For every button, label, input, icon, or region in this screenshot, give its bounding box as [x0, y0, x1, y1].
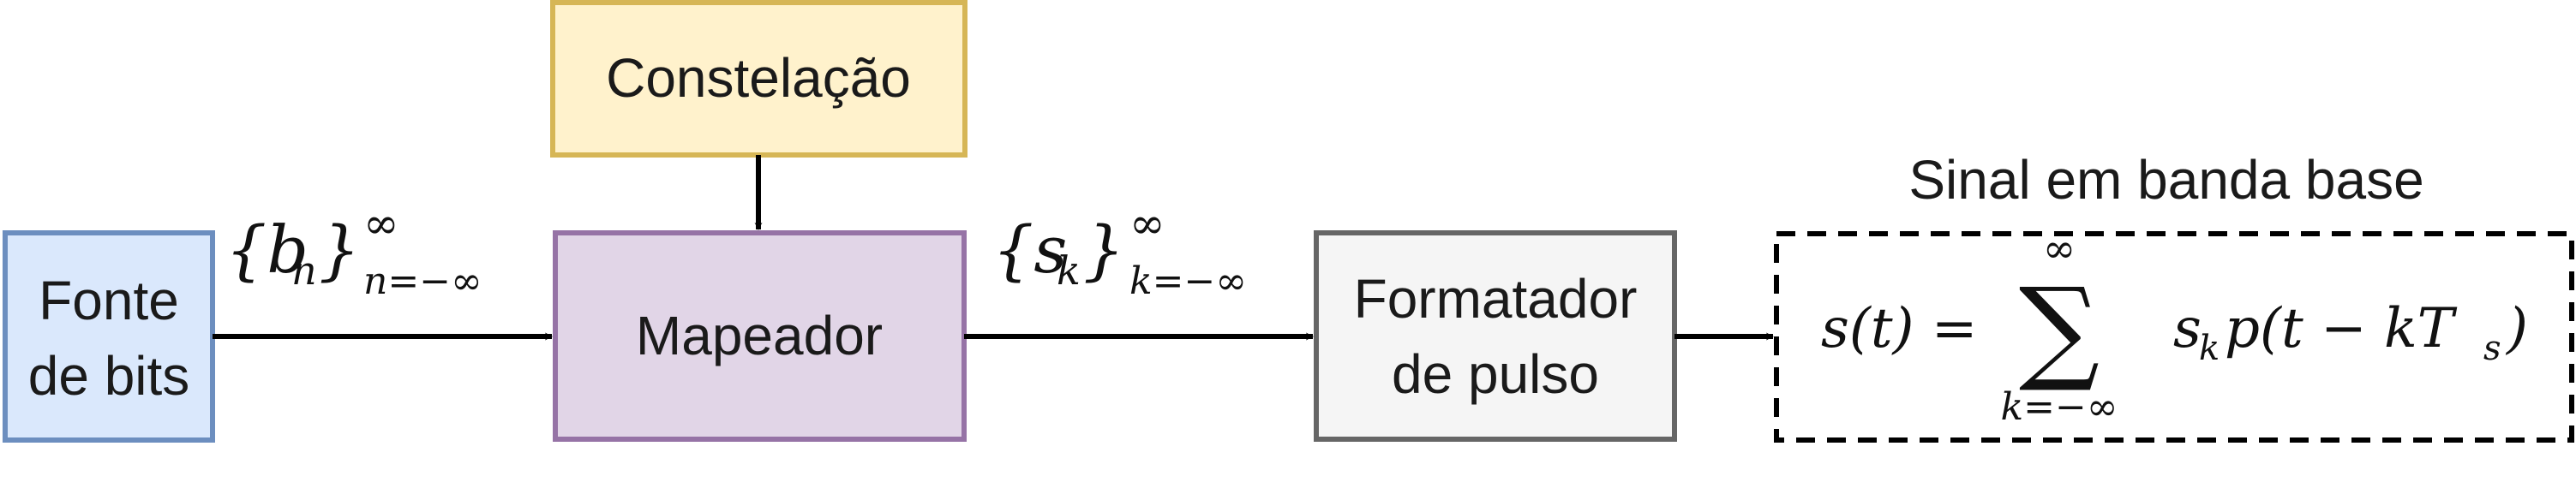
bits-seq-close: } — [319, 211, 360, 288]
symbols-seq-subscript: k — [1057, 247, 1081, 294]
mapeador-label: Mapeador — [636, 305, 883, 366]
summation-sign: ∑ — [2019, 264, 2100, 396]
term-close-paren: ) — [2505, 297, 2528, 360]
sinal-banda-base-title: Sinal em banda base — [1908, 149, 2423, 211]
sinal-banda-base-box — [1774, 231, 2574, 443]
symbols-seq-open: {s — [992, 211, 1067, 288]
bits-seq-lower: n=−∞ — [363, 259, 482, 303]
formatador-de-pulso-block: Formatador de pulso — [1314, 230, 1677, 442]
signal-lhs: s(t) = — [1821, 297, 1977, 360]
term-pulse: p(t − kT — [2225, 297, 2458, 360]
fonte-de-bits-label-line2: de bits — [28, 345, 190, 407]
formatador-label-line1: Formatador — [1354, 268, 1638, 330]
bits-seq-upper: ∞ — [363, 199, 399, 248]
symbols-seq-upper: ∞ — [1129, 199, 1165, 248]
mapeador-block: Mapeador — [553, 230, 967, 442]
mapeador-box — [553, 230, 967, 442]
bits-sequence-label: {b n } ∞ n=−∞ — [225, 199, 482, 303]
constelacao-box — [550, 0, 967, 158]
constelacao-label: Constelação — [606, 47, 911, 109]
term-s-subscript-k: k — [2199, 329, 2220, 368]
symbols-seq-lower: k=−∞ — [1129, 259, 1247, 303]
constelacao-block: Constelação — [550, 0, 967, 158]
fonte-de-bits-box — [3, 230, 215, 443]
fonte-de-bits-label-line1: Fonte — [39, 270, 179, 331]
sum-lower-limit: k=−∞ — [2000, 385, 2118, 429]
sinal-banda-base-block: Sinal em banda base s(t) = ∞ ∑ k=−∞ s k … — [1774, 149, 2574, 443]
sum-upper-limit: ∞ — [2043, 225, 2076, 271]
bits-seq-subscript: n — [291, 247, 317, 294]
symbols-sequence-label: {s k } ∞ k=−∞ — [992, 199, 1247, 303]
formatador-label-line2: de pulso — [1392, 343, 1599, 405]
bits-seq-open: {b — [225, 211, 309, 288]
symbols-seq-close: } — [1083, 211, 1124, 288]
formatador-de-pulso-box — [1314, 230, 1677, 442]
term-s: s — [2173, 297, 2202, 360]
fonte-de-bits-block: Fonte de bits — [3, 230, 215, 443]
term-ts-subscript: s — [2483, 329, 2501, 368]
